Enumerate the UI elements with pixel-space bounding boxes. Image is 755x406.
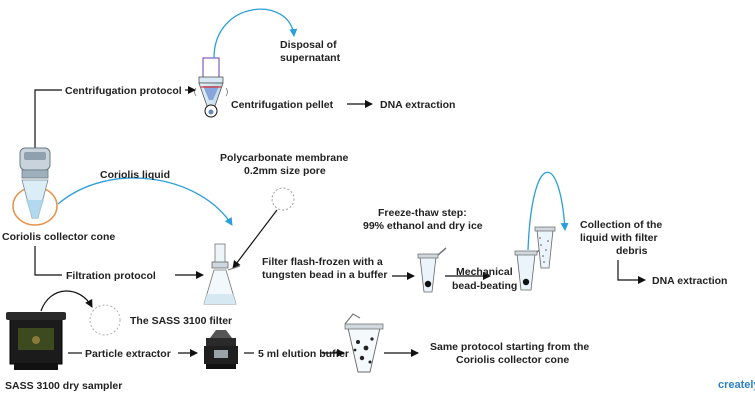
dna-extraction-2-label: DNA extraction: [652, 275, 727, 287]
polycarbonate-label-1: Polycarbonate membrane: [220, 152, 349, 164]
mechanical-label-1: Mechanical: [456, 266, 513, 278]
disposal-label: Disposal of: [280, 39, 337, 51]
collection-label-1: Collection of the: [580, 219, 662, 231]
freeze-tube-icon: [417, 247, 447, 293]
coriolis-liquid-arrow: [57, 177, 233, 226]
particle-extractor-label: Particle extractor: [85, 348, 171, 360]
freeze-thaw-label-2: 99% ethanol and dry ice: [363, 220, 483, 232]
collection-to-dna-arrow: [617, 260, 646, 284]
filter-flash-frozen-label-1: Filter flash-frozen with a: [262, 256, 383, 268]
sass-filter-icon: [89, 304, 121, 336]
coriolis-liquid-label: Coriolis liquid: [100, 169, 170, 181]
elution-tube-icon: [344, 313, 384, 373]
cone-to-centrifugation-line: [34, 89, 62, 148]
disposal-arrow: [213, 8, 298, 59]
sass-sampler-icon: [6, 312, 66, 370]
centrifuge-tube-icon: [194, 57, 228, 118]
centrifugation-protocol-label: Centrifugation protocol: [65, 85, 182, 97]
sass-sampler-label: SASS 3100 dry sampler: [5, 380, 122, 392]
freeze-thaw-label-1: Freeze-thaw step:: [378, 207, 467, 219]
cone-to-filtration-line: [34, 246, 62, 276]
elution-label: 5 ml elution buffer: [258, 348, 349, 360]
dna-extraction-1-label: DNA extraction: [380, 99, 455, 111]
collection-label-3: debris: [616, 245, 648, 257]
coriolis-cone-label: Coriolis collector cone: [2, 231, 115, 243]
coriolis-cone-icon: [12, 147, 58, 226]
filtration-protocol-label: Filtration protocol: [66, 270, 156, 282]
disposal-label-2: supernatant: [280, 52, 341, 64]
collection-label-2: liquid with filter: [580, 232, 658, 244]
sass-filter-label: The SASS 3100 filter: [130, 315, 232, 327]
membrane-to-filter-arrow: [232, 209, 278, 269]
collection-tube-icon: [534, 226, 556, 269]
creately-logo: creately: [718, 379, 755, 391]
sampler-to-filter-arrow: [40, 290, 93, 312]
filter-flash-frozen-label-2: tungsten bead in a buffer: [262, 269, 387, 281]
polycarbonate-label-2: 0.2mm size pore: [244, 165, 326, 177]
mechanical-label-2: bead-beating: [452, 280, 517, 292]
membrane-icon: [271, 187, 295, 211]
same-protocol-label-1: Same protocol starting from the: [430, 341, 589, 353]
particle-extractor-icon: [204, 330, 238, 369]
collection-arrow: [527, 171, 569, 251]
same-protocol-label-2: Coriolis collector cone: [456, 354, 569, 366]
filtration-flask-icon: [203, 243, 241, 305]
centrifugation-pellet-label: Centrifugation pellet: [231, 99, 334, 111]
